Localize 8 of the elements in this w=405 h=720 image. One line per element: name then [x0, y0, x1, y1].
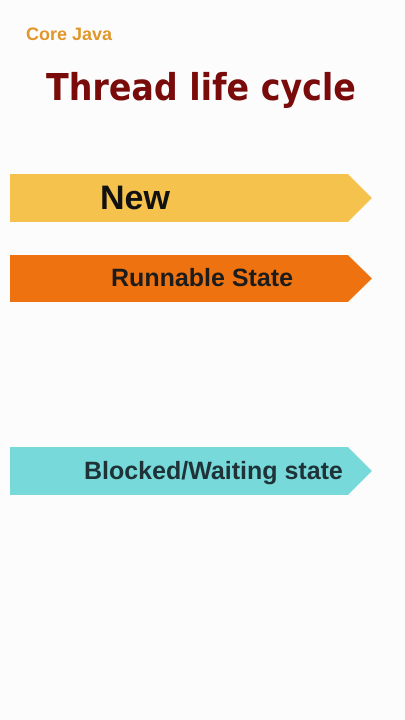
state-arrow-band	[10, 255, 372, 302]
subject-label: Core Java	[26, 24, 112, 45]
state-arrow-band	[10, 447, 372, 495]
state-arrow-band	[10, 174, 372, 222]
state-label: New	[100, 178, 170, 218]
state-label: Blocked/Waiting state	[84, 456, 343, 486]
state-label: Runnable State	[111, 263, 293, 294]
title: Thread life cycle	[46, 66, 356, 109]
